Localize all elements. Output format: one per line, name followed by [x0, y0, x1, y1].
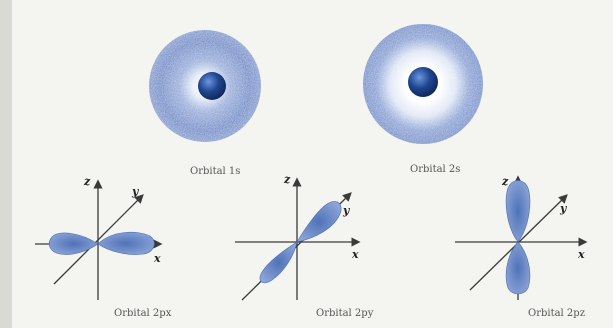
lobe-2px-right — [98, 232, 154, 254]
lobe-2pz-upper — [506, 181, 530, 243]
orbital-2px: z y x Orbital 2px — [35, 175, 172, 319]
lobe-2py-upper — [297, 202, 341, 242]
axis-label-y: y — [342, 204, 351, 217]
label-orbital-2px: Orbital 2px — [114, 308, 172, 319]
orbital-2py: z y x Orbital 2py — [235, 173, 374, 319]
lobe-2py-lower — [260, 242, 297, 283]
axis-label-y: y — [131, 185, 140, 198]
orbital-2s: Orbital 2s — [363, 24, 483, 175]
axis-label-x: x — [577, 248, 585, 261]
orbital-2pz: z y x Orbital 2pz — [455, 175, 585, 319]
axis-label-z: z — [83, 175, 91, 188]
orbital-1s: Orbital 1s — [149, 30, 261, 177]
label-orbital-2s: Orbital 2s — [410, 164, 460, 175]
axis-label-z: z — [501, 175, 509, 188]
nucleus-2s — [408, 67, 438, 97]
lobe-2pz-lower — [506, 242, 530, 294]
label-orbital-1s: Orbital 1s — [190, 166, 240, 177]
axis-label-x: x — [153, 252, 161, 265]
nucleus-1s — [198, 72, 226, 100]
axis-label-y: y — [559, 202, 568, 215]
label-orbital-2pz: Orbital 2pz — [528, 308, 585, 319]
axis-label-x: x — [351, 248, 359, 261]
axis-label-z: z — [283, 173, 291, 186]
label-orbital-2py: Orbital 2py — [316, 308, 374, 319]
lobe-2px-left — [49, 233, 98, 255]
